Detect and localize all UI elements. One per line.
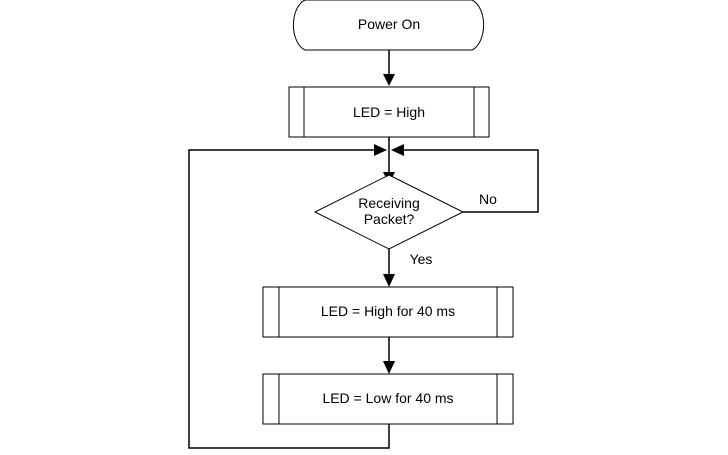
edge-start-to-led-high <box>383 50 395 86</box>
edge-high40-to-low40 <box>383 337 395 374</box>
arrow-down-icon <box>383 74 395 86</box>
edge-no-loop: No <box>391 144 539 213</box>
process-box <box>262 286 514 338</box>
process-box <box>288 86 490 138</box>
node-led-high: LED = High <box>288 86 490 138</box>
connector-line <box>188 149 390 449</box>
led-high-label: LED = High <box>353 104 425 120</box>
terminator-shape <box>292 0 485 51</box>
yes-label: Yes <box>410 251 433 267</box>
edge-loop-back <box>188 144 390 449</box>
power-on-label: Power On <box>358 16 420 32</box>
arrow-down-icon <box>383 274 395 287</box>
no-label: No <box>479 191 497 207</box>
decision-label-line2: Packet? <box>364 211 415 227</box>
node-led-high-40ms: LED = High for 40 ms <box>262 286 514 338</box>
node-receiving-packet: Receiving Packet? <box>313 174 465 250</box>
arrow-down-icon <box>383 361 395 374</box>
process-box <box>262 373 514 425</box>
node-led-low-40ms: LED = Low for 40 ms <box>262 373 514 425</box>
node-power-on: Power On <box>292 0 485 51</box>
edge-yes: Yes <box>383 249 432 287</box>
led-low-40ms-label: LED = Low for 40 ms <box>322 390 453 406</box>
connector-line <box>404 149 539 213</box>
led-high-40ms-label: LED = High for 40 ms <box>321 303 455 319</box>
arrow-right-icon <box>374 144 387 156</box>
decision-label-line1: Receiving <box>358 195 419 211</box>
arrow-left-icon <box>391 144 404 156</box>
